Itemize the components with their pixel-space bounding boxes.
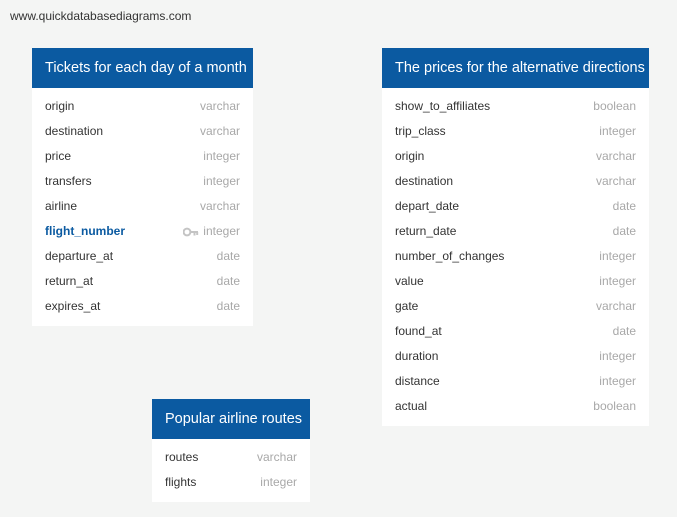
field-row[interactable]: routes varchar: [152, 445, 310, 470]
field-type: varchar: [595, 149, 636, 163]
field-name: flight_number: [45, 224, 125, 238]
field-row[interactable]: gate varchar: [382, 294, 649, 319]
field-name: found_at: [395, 324, 442, 338]
entity-title: Popular airline routes: [152, 399, 310, 439]
field-row-primary-key[interactable]: flight_number integer: [32, 219, 253, 244]
field-type: integer: [599, 374, 636, 388]
field-name: return_date: [395, 224, 457, 238]
field-row[interactable]: return_date date: [382, 219, 649, 244]
field-row[interactable]: found_at date: [382, 319, 649, 344]
field-type: integer: [599, 274, 636, 288]
field-name: distance: [395, 374, 440, 388]
field-name: value: [395, 274, 424, 288]
field-name: transfers: [45, 174, 92, 188]
field-row[interactable]: origin varchar: [32, 94, 253, 119]
field-name: flights: [165, 475, 197, 489]
field-type: date: [216, 249, 240, 263]
field-name: return_at: [45, 274, 94, 288]
field-name: gate: [395, 299, 419, 313]
key-icon: [183, 227, 199, 236]
field-type: integer: [203, 174, 240, 188]
field-row[interactable]: show_to_affiliates boolean: [382, 94, 649, 119]
field-row[interactable]: destination varchar: [382, 169, 649, 194]
field-row[interactable]: value integer: [382, 269, 649, 294]
field-name: expires_at: [45, 299, 101, 313]
field-type: integer: [599, 349, 636, 363]
field-type: varchar: [199, 199, 240, 213]
entity-fields: origin varchar destination varchar price…: [32, 88, 253, 326]
field-row[interactable]: price integer: [32, 144, 253, 169]
entity-fields: routes varchar flights integer: [152, 439, 310, 502]
field-type: date: [612, 199, 636, 213]
field-name: destination: [395, 174, 454, 188]
entity-tickets-each-day[interactable]: Tickets for each day of a month origin v…: [32, 48, 253, 326]
field-name: show_to_affiliates: [395, 99, 491, 113]
field-name: duration: [395, 349, 439, 363]
field-type-text: integer: [203, 224, 240, 238]
entity-title: The prices for the alternative direction…: [382, 48, 649, 88]
entity-title: Tickets for each day of a month: [32, 48, 253, 88]
field-type: date: [612, 224, 636, 238]
field-row[interactable]: flights integer: [152, 470, 310, 495]
field-row[interactable]: actual boolean: [382, 394, 649, 419]
field-name: depart_date: [395, 199, 460, 213]
field-name: origin: [395, 149, 425, 163]
field-row[interactable]: return_at date: [32, 269, 253, 294]
field-type: date: [216, 274, 240, 288]
field-type: varchar: [595, 174, 636, 188]
field-type: varchar: [199, 99, 240, 113]
field-row[interactable]: destination varchar: [32, 119, 253, 144]
field-type: integer: [599, 124, 636, 138]
field-name: trip_class: [395, 124, 446, 138]
field-name: actual: [395, 399, 428, 413]
field-row[interactable]: expires_at date: [32, 294, 253, 319]
field-type: boolean: [593, 99, 636, 113]
field-type: varchar: [595, 299, 636, 313]
field-row[interactable]: departure_at date: [32, 244, 253, 269]
field-row[interactable]: number_of_changes integer: [382, 244, 649, 269]
field-type: varchar: [199, 124, 240, 138]
field-type: integer: [260, 475, 297, 489]
field-name: price: [45, 149, 72, 163]
field-type: integer: [203, 149, 240, 163]
field-row[interactable]: origin varchar: [382, 144, 649, 169]
field-type: varchar: [256, 450, 297, 464]
field-row[interactable]: transfers integer: [32, 169, 253, 194]
field-name: number_of_changes: [395, 249, 505, 263]
field-row[interactable]: airline varchar: [32, 194, 253, 219]
field-type: integer: [599, 249, 636, 263]
entity-fields: show_to_affiliates boolean trip_class in…: [382, 88, 649, 426]
field-name: origin: [45, 99, 75, 113]
field-type: date: [216, 299, 240, 313]
field-name: departure_at: [45, 249, 114, 263]
entity-popular-airline-routes[interactable]: Popular airline routes routes varchar fl…: [152, 399, 310, 502]
entity-prices-alternative-directions[interactable]: The prices for the alternative direction…: [382, 48, 649, 426]
field-name: routes: [165, 450, 199, 464]
site-url[interactable]: www.quickdatabasediagrams.com: [10, 9, 192, 23]
field-row[interactable]: distance integer: [382, 369, 649, 394]
field-type: date: [612, 324, 636, 338]
field-name: destination: [45, 124, 104, 138]
field-type: boolean: [593, 399, 636, 413]
field-name: airline: [45, 199, 78, 213]
field-row[interactable]: depart_date date: [382, 194, 649, 219]
field-row[interactable]: duration integer: [382, 344, 649, 369]
field-row[interactable]: trip_class integer: [382, 119, 649, 144]
field-type-with-key: integer: [183, 219, 240, 244]
